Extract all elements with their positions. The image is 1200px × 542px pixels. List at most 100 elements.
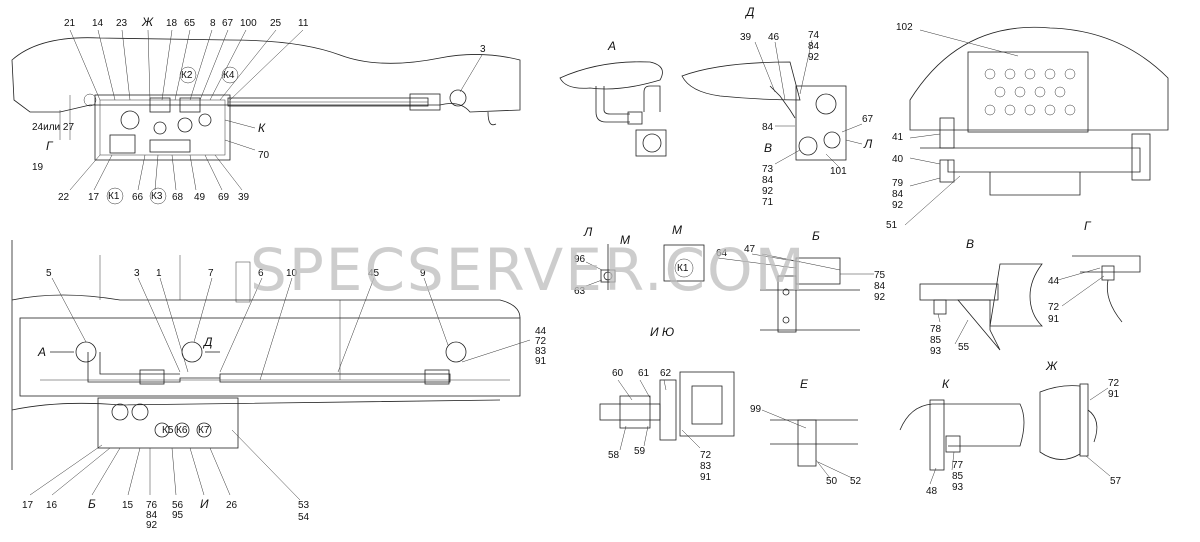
view-k-callout-77: 77 [952, 460, 964, 471]
vtr-callout-41: 41 [892, 132, 904, 143]
bl-callout-91: 91 [535, 356, 547, 367]
tl-callout-25: 25 [270, 18, 282, 29]
tl-callout-24or27: 24или 27 [32, 122, 74, 133]
watermark: SPECSERVER.COM [250, 236, 807, 304]
bl-callout-b: Б [88, 497, 96, 511]
view-g-callout-72: 72 [1048, 302, 1060, 313]
tl-circle-k3: К3 [151, 191, 163, 202]
view-b-callout-64: 64 [716, 248, 728, 259]
vtr-callout-40: 40 [892, 154, 904, 165]
tl-callout-17: 17 [88, 192, 100, 203]
view-k-callout-93: 93 [952, 482, 964, 493]
view-l-title: Л [583, 225, 593, 239]
tl-callout-19: 19 [32, 162, 44, 173]
bl-callout-45: 45 [368, 268, 380, 279]
view-d-callout-39: 39 [740, 32, 752, 43]
tl-callout-18: 18 [166, 18, 178, 29]
bl-callout-44: 44 [535, 326, 547, 337]
view-m: М М К1 [620, 223, 705, 282]
view-k-callout-85: 85 [952, 471, 964, 482]
bl-callout-16: 16 [46, 500, 58, 511]
tl-callout-39: 39 [238, 192, 250, 203]
view-zh: Ж 72 91 57 [1039, 359, 1122, 487]
bl-callout-1: 1 [156, 268, 162, 279]
tl-callout-zh: Ж [141, 15, 154, 29]
view-top-right: 102 41 40 79 84 92 51 [886, 22, 1169, 231]
view-d-callout-67: 67 [862, 114, 874, 125]
bl-callout-72: 72 [535, 336, 547, 347]
view-iu-callout-91: 91 [700, 472, 712, 483]
tl-callout-67: 67 [222, 18, 234, 29]
view-k-callout-48: 48 [926, 486, 938, 497]
view-d-callout-92b: 92 [762, 186, 774, 197]
view-k-title: К [942, 377, 950, 391]
tl-callout-11: 11 [298, 18, 309, 29]
bl-callout-92: 92 [146, 520, 158, 531]
bl-callout-26: 26 [226, 500, 238, 511]
view-zh-callout-72: 72 [1108, 378, 1120, 389]
view-m-label-m: М [620, 233, 630, 247]
bl-arrow-d: Д [202, 335, 213, 349]
tl-callout-22: 22 [58, 192, 70, 203]
bl-circle-k6: К6 [176, 425, 188, 436]
top-circle-k4: К4 [223, 70, 235, 81]
bl-callout-17: 17 [22, 500, 34, 511]
bl-callout-5: 5 [46, 268, 52, 279]
tl-circle-k1: К1 [108, 191, 120, 202]
bottom-left-assembly: К5 К6 К7 А Д 5 3 1 7 6 10 45 [11, 240, 547, 531]
bl-callout-53: 53 [298, 500, 310, 511]
bl-callout-i: И [200, 497, 209, 511]
tl-callout-69: 69 [218, 192, 230, 203]
view-e-callout-50: 50 [826, 476, 838, 487]
view-d-callout-92a: 92 [808, 52, 820, 63]
view-g: Г 44 72 91 [1048, 219, 1141, 325]
view-d-title: Д [744, 5, 755, 19]
bl-callout-76: 76 [146, 500, 158, 511]
view-d-callout-84c: 84 [762, 175, 774, 186]
view-iu-callout-83: 83 [700, 461, 712, 472]
view-zh-title: Ж [1045, 359, 1058, 373]
view-a-title: А [607, 39, 616, 53]
vtr-callout-102: 102 [896, 22, 913, 33]
view-d-callout-74: 74 [808, 30, 820, 41]
bl-arrow-a: А [37, 345, 46, 359]
view-d-callout-71: 71 [762, 197, 774, 208]
view-e: Е 99 50 52 [750, 377, 862, 487]
tl-callout-23: 23 [116, 18, 128, 29]
view-b-title: Б [812, 229, 820, 243]
tl-callout-66: 66 [132, 192, 144, 203]
view-g-callout-44: 44 [1048, 276, 1060, 287]
view-k: К 77 85 93 48 [899, 377, 1025, 497]
view-e-callout-52: 52 [850, 476, 862, 487]
view-b-callout-47: 47 [744, 244, 756, 255]
view-zh-callout-57: 57 [1110, 476, 1122, 487]
view-v-callout-85: 85 [930, 335, 942, 346]
tl-callout-65: 65 [184, 18, 196, 29]
top-circle-k2: К2 [181, 70, 193, 81]
view-iu-callout-59: 59 [634, 446, 646, 457]
view-d-callout-l: Л [863, 137, 873, 151]
view-g-title: Г [1084, 219, 1092, 233]
bl-callout-15: 15 [122, 500, 134, 511]
tl-callout-21: 21 [64, 18, 76, 29]
view-b-callout-84: 84 [874, 281, 886, 292]
tl-callout-g: Г [46, 139, 54, 153]
view-g-callout-91: 91 [1048, 314, 1060, 325]
bl-callout-84: 84 [146, 510, 158, 521]
view-b-callout-92: 92 [874, 292, 886, 303]
bl-circle-k5: К5 [162, 425, 174, 436]
tl-callout-8: 8 [210, 18, 216, 29]
view-d-callout-v: В [764, 141, 772, 155]
view-d-callout-73: 73 [762, 164, 774, 175]
bl-callout-6: 6 [258, 268, 264, 279]
view-b: Б 64 47 75 84 92 [716, 229, 886, 333]
view-iu: И Ю 60 61 62 58 59 72 83 91 [599, 325, 735, 483]
view-d-callout-84b: 84 [762, 122, 774, 133]
bl-callout-83: 83 [535, 346, 547, 357]
view-m-title: М [672, 223, 682, 237]
view-d: Д 39 46 74 84 92 84 В 73 84 92 71 101 67… [681, 5, 874, 208]
tl-callout-100: 100 [240, 18, 257, 29]
vtr-callout-92: 92 [892, 200, 904, 211]
bl-callout-7: 7 [208, 268, 214, 279]
